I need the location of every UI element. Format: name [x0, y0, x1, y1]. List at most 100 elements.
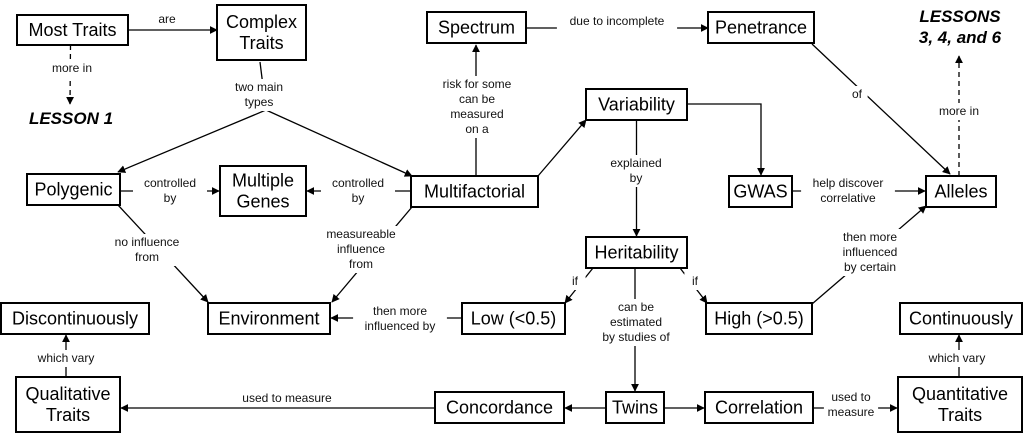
- edge-penetrance-to-alleles: [811, 43, 951, 175]
- edge-label-text: measureable: [326, 227, 396, 241]
- node-polygenic: Polygenic: [26, 173, 121, 206]
- edge-label-if-left: if: [564, 273, 586, 290]
- node-high: High (>0.5): [705, 302, 813, 335]
- node-concordance: Concordance: [434, 391, 565, 424]
- edge-label-text: estimated: [610, 315, 662, 329]
- node-label-environment: Environment: [218, 309, 319, 329]
- edge-label-more-in-right: more in: [931, 103, 987, 120]
- node-label-low: Low (<0.5): [471, 309, 557, 329]
- node-label-heritability: Heritability: [594, 243, 678, 263]
- lessons-3-4-6-label: LESSONS: [919, 7, 1001, 26]
- node-label-qualitative-traits: Traits: [46, 405, 90, 425]
- edge-label-text: types: [245, 95, 274, 109]
- edge-label-text: by certain: [844, 260, 896, 274]
- edge-label-text: on a: [465, 122, 489, 136]
- edge-label-text: no influence: [115, 235, 180, 249]
- edge-label-text: which vary: [37, 351, 95, 365]
- node-penetrance: Penetrance: [707, 11, 815, 44]
- edge-label-text: influenced by: [365, 319, 436, 333]
- edge-label-text: due to incomplete: [570, 14, 665, 28]
- edge-label-text: then more: [843, 230, 897, 244]
- edge-label-text: controlled: [144, 176, 196, 190]
- edge-multifactorial-to-variability: [537, 119, 587, 177]
- edge-label-used-to-measure: used to measure: [233, 390, 341, 407]
- node-environment: Environment: [207, 302, 331, 335]
- node-label-polygenic: Polygenic: [34, 180, 112, 200]
- edge-label-text: by: [164, 191, 177, 205]
- node-label-complex-traits: Complex: [226, 12, 297, 32]
- edge-variability-to-gwas: [687, 103, 765, 176]
- node-label-multiple-genes: Genes: [236, 192, 289, 212]
- edge-label-text: measured: [450, 107, 503, 121]
- node-label-gwas: GWAS: [733, 182, 787, 202]
- edge-label-which-vary-right: which vary: [920, 350, 994, 367]
- edge-label-text: which vary: [928, 351, 986, 365]
- node-label-correlation: Correlation: [715, 398, 803, 418]
- edge-label-of: of: [846, 86, 868, 103]
- edge-label-text: risk for some: [443, 77, 512, 91]
- node-twins: Twins: [605, 391, 665, 424]
- edge-label-text: two main: [235, 80, 283, 94]
- edge-label-text: help discover: [813, 176, 884, 190]
- node-correlation: Correlation: [704, 391, 814, 424]
- edge-label-text: influence: [337, 242, 385, 256]
- edge-label-text: of: [852, 87, 863, 101]
- node-label-continuously: Continuously: [909, 309, 1013, 329]
- edge-label-text: more in: [939, 104, 979, 118]
- node-label-quantitative-traits: Traits: [938, 405, 982, 425]
- edge-label-if-right: if: [684, 273, 706, 290]
- node-label-qualitative-traits: Qualitative: [25, 384, 110, 404]
- node-label-alleles: Alleles: [934, 182, 987, 202]
- node-label-spectrum: Spectrum: [438, 18, 515, 38]
- node-label-most-traits: Most Traits: [28, 20, 116, 40]
- node-label-complex-traits: Traits: [239, 33, 283, 53]
- node-spectrum: Spectrum: [426, 11, 527, 44]
- node-label-concordance: Concordance: [446, 398, 553, 418]
- node-label-discontinuously: Discontinuously: [12, 309, 138, 329]
- edge-label-which-vary-left: which vary: [29, 350, 103, 367]
- edge-label-text: by: [352, 191, 365, 205]
- edge-label-text: if: [692, 274, 699, 288]
- edge-label-text: are: [158, 12, 176, 26]
- edge-label-text: used to: [831, 390, 871, 404]
- edge-complex-to-polygenic: [117, 61, 267, 173]
- node-multifactorial: Multifactorial: [410, 175, 539, 208]
- edge-label-text: controlled: [332, 176, 384, 190]
- node-label-twins: Twins: [612, 398, 658, 418]
- node-continuously: Continuously: [899, 302, 1023, 335]
- edge-label-text: explained: [610, 156, 661, 170]
- edge-label-more-in-left: more in: [44, 60, 100, 77]
- node-discontinuously: Discontinuously: [0, 302, 150, 335]
- edge-label-text: influenced: [843, 245, 898, 259]
- node-gwas: GWAS: [728, 175, 793, 208]
- edge-label-text: from: [349, 257, 373, 271]
- edge-label-text: correlative: [820, 191, 876, 205]
- lessons-3-4-6-label: 3, 4, and 6: [919, 28, 1002, 47]
- edge-label-text: can be: [618, 300, 654, 314]
- node-alleles: Alleles: [925, 175, 997, 208]
- node-label-variability: Variability: [598, 95, 675, 115]
- edge-label-text: by: [630, 171, 643, 185]
- edge-label-text: measure: [828, 405, 875, 419]
- edge-label-text: then more: [373, 304, 427, 318]
- node-label-multifactorial: Multifactorial: [424, 182, 525, 202]
- edge-label-text: more in: [52, 61, 92, 75]
- edge-label-due-to-incomplete: due to incomplete: [556, 13, 678, 30]
- edge-complex-to-multifactorial: [265, 109, 413, 177]
- node-low: Low (<0.5): [461, 302, 566, 335]
